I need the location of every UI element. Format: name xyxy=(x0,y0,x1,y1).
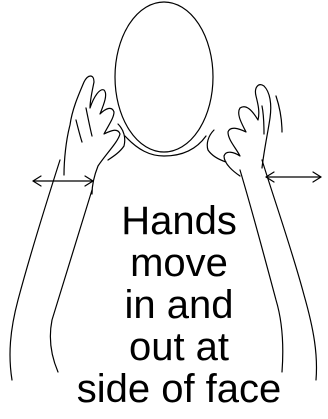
left-motion-arrow xyxy=(33,176,93,186)
right-thumb-outline xyxy=(207,130,226,162)
caption-line: in and xyxy=(94,284,264,326)
right-arm-outline xyxy=(262,160,317,380)
head-outline xyxy=(115,2,213,152)
left-finger-lines xyxy=(76,108,92,142)
caption-line: out at xyxy=(94,326,264,368)
right-finger-lines xyxy=(262,96,282,134)
caption-line: Hands xyxy=(94,200,264,242)
caption-line: move xyxy=(94,242,264,284)
caption-line: side of face xyxy=(76,368,282,410)
left-arm-outline xyxy=(10,160,60,380)
right-motion-arrow xyxy=(266,172,321,182)
instruction-caption: Hands move in and out at side of face xyxy=(94,200,264,410)
left-inner-arm-outline xyxy=(50,190,92,372)
